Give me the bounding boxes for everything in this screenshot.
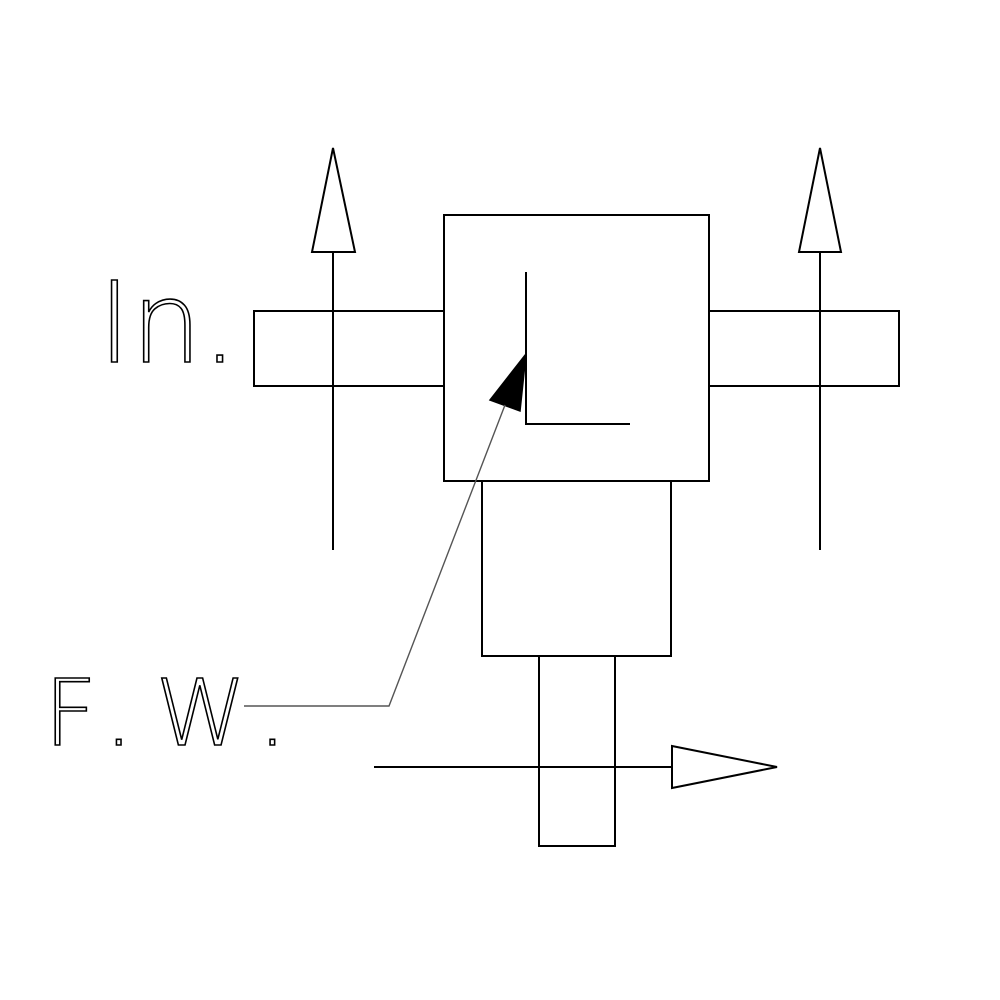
leader-line [244,404,506,707]
output-label: F.W. [44,660,309,767]
input-label: In. [98,259,238,389]
left-input-shaft [253,310,445,387]
arrowhead-up-icon [310,147,357,253]
right-input-shaft [708,310,900,387]
gearbox-housing [443,214,710,482]
bevel-gear-symbol [525,272,630,425]
lower-housing [481,480,672,657]
arrowhead-right-icon [671,744,778,790]
solid-arrowhead-icon [488,351,528,413]
arrowhead-up-icon [797,147,843,253]
output-shaft [538,655,616,847]
